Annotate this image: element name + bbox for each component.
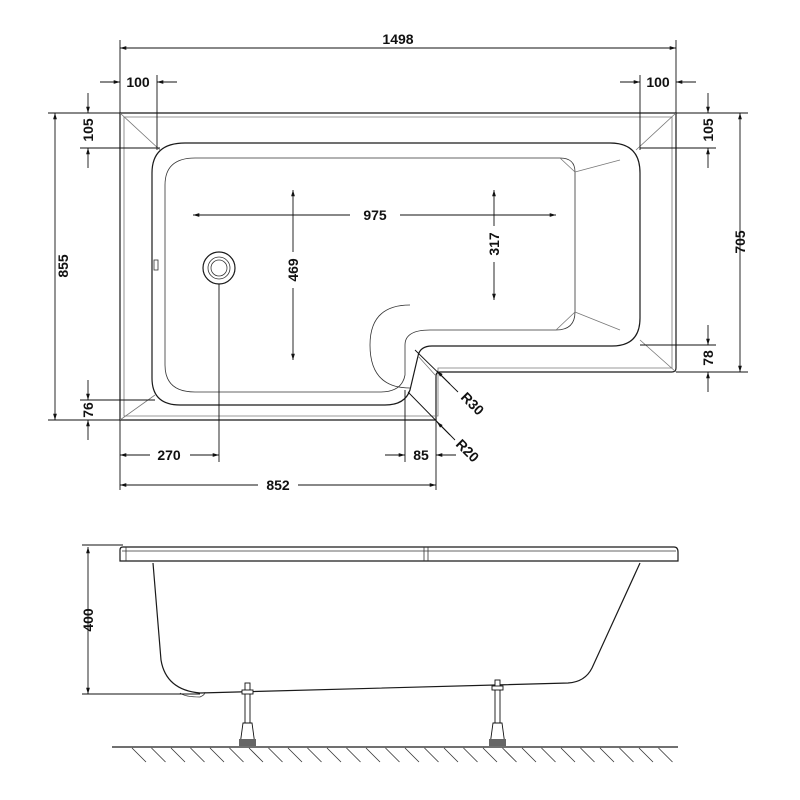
basin-shoulder-right xyxy=(555,157,621,331)
overflow xyxy=(153,259,159,271)
support-leg-left xyxy=(239,682,256,746)
dim-inner-radius: R30 xyxy=(458,389,488,419)
plan-dimensions: 1498 100 100 855 105 76 705 105 78 975 4… xyxy=(48,31,748,495)
corner-lines xyxy=(119,112,677,421)
side-rim xyxy=(119,546,679,562)
basin-floor xyxy=(164,157,576,393)
dim-right-bottom-rim: 78 xyxy=(700,350,716,366)
dim-outer-radius: R20 xyxy=(453,436,483,466)
dim-step-rim: 85 xyxy=(413,447,429,463)
dim-left-bottom-rim: 76 xyxy=(80,402,96,418)
leader-r30 xyxy=(414,349,459,393)
dim-left-top-rim: 105 xyxy=(80,118,96,142)
dim-overall-width-left: 855 xyxy=(55,254,71,278)
floor-hatching xyxy=(131,747,673,763)
dim-right-top-rim: 105 xyxy=(700,118,716,142)
plan-view xyxy=(119,112,677,421)
basin-step-curve xyxy=(369,304,411,389)
dim-left-section-length: 852 xyxy=(266,477,290,493)
support-leg-right xyxy=(489,679,506,746)
waste-outlet xyxy=(179,691,206,698)
side-rim-detail xyxy=(122,547,676,561)
waste-drain-cap xyxy=(210,259,228,277)
dim-overall-width-right: 705 xyxy=(732,230,748,254)
side-view: 400 xyxy=(80,544,679,763)
dim-height: 400 xyxy=(80,608,96,632)
dim-inner-length: 975 xyxy=(363,207,387,223)
basin-outline xyxy=(151,142,641,406)
dim-left-rim: 100 xyxy=(126,74,150,90)
rim-inner-edge xyxy=(123,116,673,417)
dim-overall-length: 1498 xyxy=(382,31,413,47)
dim-waste-offset: 270 xyxy=(157,447,181,463)
side-body xyxy=(152,562,641,694)
waste-drain-inner xyxy=(207,256,231,280)
dim-inner-width: 469 xyxy=(285,258,301,282)
dim-right-rim: 100 xyxy=(646,74,670,90)
dim-right-inner-width: 317 xyxy=(486,232,502,256)
